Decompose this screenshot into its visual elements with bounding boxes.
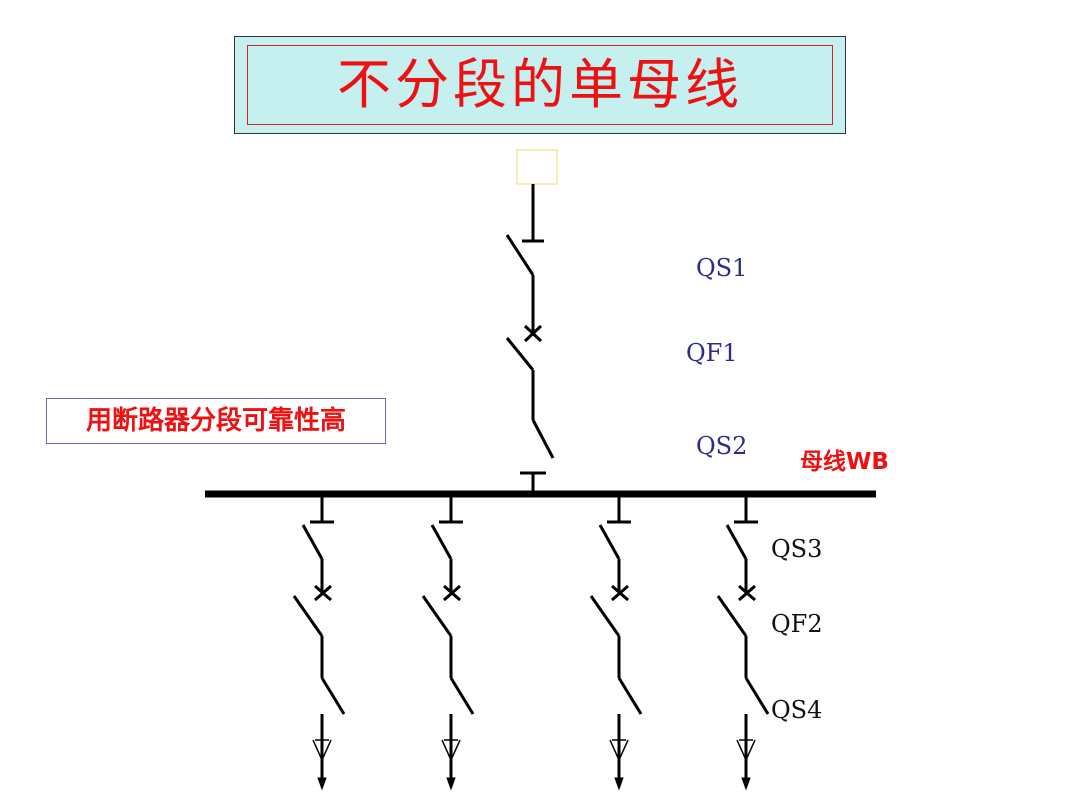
label-qf2: QF2 (771, 610, 823, 638)
outgoing-feeder-2 (421, 494, 475, 791)
label-busbar: 母线WB (800, 449, 889, 475)
title-box: 不分段的单母线 (234, 36, 846, 134)
outgoing-feeder-3 (589, 494, 643, 791)
label-qs3: QS3 (771, 535, 823, 563)
power-source-box (516, 149, 558, 185)
label-qs2: QS2 (696, 432, 748, 460)
outgoing-feeder-1 (292, 494, 346, 791)
label-qs4: QS4 (771, 696, 823, 724)
title-inner-border: 不分段的单母线 (247, 45, 833, 125)
note-box: 用断路器分段可靠性高 (46, 398, 386, 444)
label-qf1: QF1 (686, 339, 738, 367)
page-title: 不分段的单母线 (337, 53, 743, 116)
outgoing-feeder-4 (716, 494, 770, 791)
label-qs1: QS1 (696, 254, 748, 282)
incoming-feeder (505, 184, 555, 493)
note-text: 用断路器分段可靠性高 (85, 406, 346, 436)
